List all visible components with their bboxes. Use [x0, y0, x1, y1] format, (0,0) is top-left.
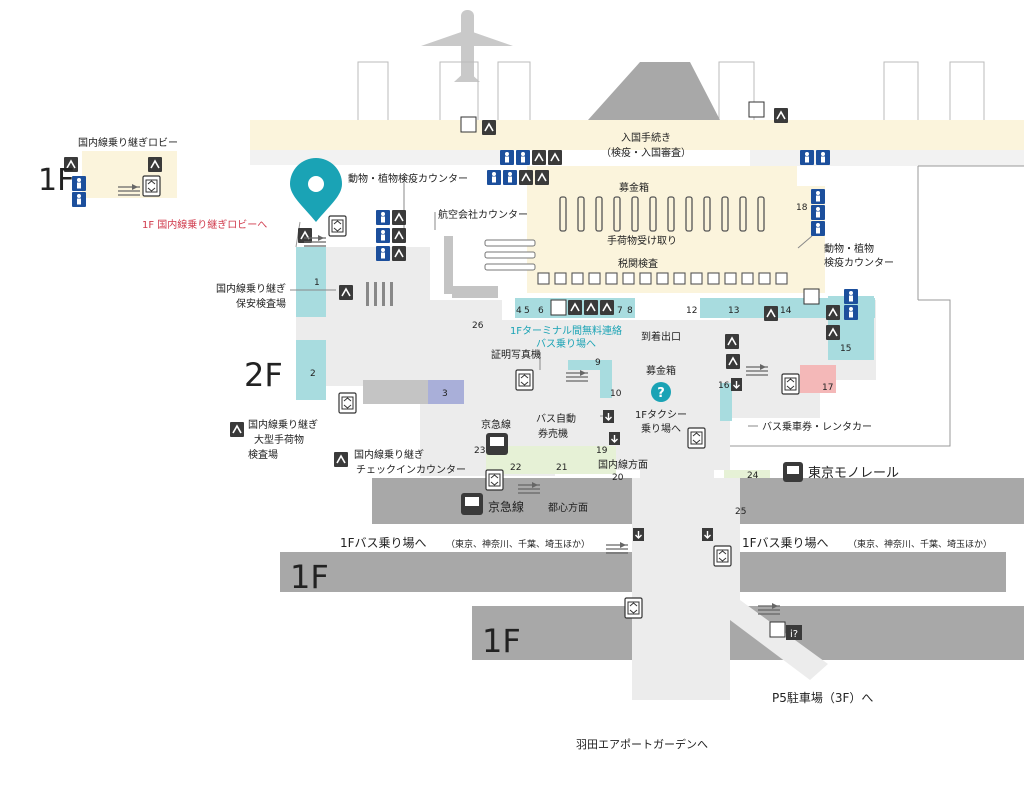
gate-number: 20 [612, 473, 624, 483]
large-baggage-label-3: 検査場 [248, 448, 278, 461]
plant-quarantine-right-label-2: 検疫カウンター [824, 256, 894, 269]
security-lanes [366, 282, 393, 306]
gate-number: 10 [610, 389, 622, 399]
gate-number: 9 [595, 358, 601, 368]
gate-number: 19 [596, 446, 608, 456]
keikyu-top-label: 京急線 [481, 418, 511, 431]
gate-number: 7 [617, 306, 623, 316]
info-icon: i? [786, 625, 802, 640]
gate-number: 15 [840, 344, 851, 354]
large-baggage-label-2: 大型手荷物 [254, 433, 304, 446]
arrival-exit-label: 到着出口 [641, 330, 681, 343]
airport-garden-label: 羽田エアポートガーデンへ [576, 737, 708, 751]
customs-label: 税関検査 [618, 257, 658, 270]
floor-label-1f-left: 1F [290, 558, 329, 596]
transfer-lobby-link[interactable]: 1F 国内線乗り継ぎロビーへ [142, 218, 267, 231]
gate-number: 1 [314, 278, 320, 288]
terminal-roof [588, 62, 720, 120]
gate-number: 3 [442, 389, 448, 399]
gate-area-3 [428, 380, 464, 404]
plant-quarantine-left-label: 動物・植物検疫カウンター [348, 172, 468, 185]
train-icon-keikyu-bottom [461, 493, 483, 515]
checkin-label-2: チェックインカウンター [356, 464, 466, 476]
gate-number: 16 [718, 381, 730, 391]
gate-numbers: 1 2 3 4 5 6 7 8 9 10 12 13 14 15 16 17 1… [310, 203, 851, 517]
ticket-machine-label-2: 券売機 [538, 427, 568, 440]
checkin-label-1: 国内線乗り継ぎ [354, 448, 424, 461]
upper-outlines [357, 61, 985, 120]
corridor-right [750, 150, 1024, 166]
gate-number: 8 [627, 306, 633, 316]
help-icon: ? [651, 382, 671, 402]
immigration-label: 入国手続き [621, 131, 671, 144]
current-location-pin[interactable] [290, 158, 342, 222]
gate-number: 18 [796, 203, 808, 213]
large-baggage-label-1: 国内線乗り継ぎ [248, 418, 318, 431]
p5-parking-label: P5駐車場（3F）へ [772, 690, 873, 705]
floor-label-2f: 2F [244, 356, 283, 394]
gate-number: 6 [538, 306, 544, 316]
baggage-carousels [559, 196, 765, 232]
immigration-sub-label: （検疫・入国審査） [601, 146, 691, 159]
free-bus-label-2: バス乗り場へ [536, 337, 596, 350]
keikyu-bottom-label: 京急線 [488, 499, 524, 514]
taxi-label-1: 1Fタクシー [635, 409, 687, 421]
floor-label-1f-top: 1F [38, 163, 74, 198]
gate-number: 5 [524, 306, 530, 316]
bus-1f-left-sub-label: （東京、神奈川、千葉、埼玉ほか） [446, 538, 590, 550]
gate-area-17 [800, 365, 836, 393]
gate-number: 12 [686, 306, 697, 316]
gate-number: 2 [310, 369, 316, 379]
free-bus-label-1: 1Fターミナル間無料連絡 [510, 324, 622, 337]
transfer-lobby-title: 国内線乗り継ぎロビー [78, 136, 178, 149]
donation-box-mid-label: 募金箱 [646, 364, 676, 377]
gate-number: 21 [556, 463, 567, 473]
floor-label-1f-bottom: 1F [482, 622, 521, 660]
gate-number: 22 [510, 463, 521, 473]
airline-counters [484, 239, 536, 271]
corridor-left [250, 150, 500, 165]
svg-text:?: ? [657, 386, 665, 401]
city-center-label: 都心方面 [548, 501, 588, 514]
gate-area-16 [720, 383, 732, 421]
bus-1f-left-label: 1Fバス乗り場へ [340, 536, 427, 550]
walkway-to-1f [632, 478, 828, 700]
gate-number: 26 [472, 321, 484, 331]
plant-quarantine-right-label-1: 動物・植物 [824, 242, 874, 255]
monorail-icon [783, 462, 803, 482]
gate-area-1 [296, 247, 326, 317]
train-icon-keikyu-top [486, 433, 508, 455]
immigration-corridor [250, 120, 1024, 150]
parking-zigzag [730, 660, 1024, 690]
monorail-label: 東京モノレール [808, 465, 899, 481]
gate-number: 13 [728, 306, 739, 316]
gate-number: 24 [747, 471, 759, 481]
gate-number: 25 [735, 507, 746, 517]
taxi-label-2: 乗り場へ [641, 422, 681, 435]
bus-ticket-label: バス乗車券・レンタカー [762, 420, 872, 433]
airplane-icon [421, 10, 513, 82]
aed-icon [460, 101, 820, 638]
customs-booths [537, 272, 788, 285]
airline-counter-label: 航空会社カウンター [438, 208, 528, 221]
gate-number: 17 [822, 383, 833, 393]
security-check-label-1: 国内線乗り継ぎ [216, 282, 286, 295]
bus-1f-right-sub-label: （東京、神奈川、千葉、埼玉ほか） [848, 538, 992, 550]
domestic-direction-label: 国内線方面 [598, 458, 648, 471]
bus-1f-right-label: 1Fバス乗り場へ [742, 536, 829, 550]
donation-box-top-label: 募金箱 [619, 181, 649, 194]
id-photo-label: 証明写真機 [491, 348, 541, 361]
security-check-label-2: 保安検査場 [236, 297, 286, 310]
svg-text:i?: i? [790, 629, 798, 640]
gate-number: 4 [516, 306, 522, 316]
gate-number: 14 [780, 306, 792, 316]
gate-area-2 [296, 340, 326, 400]
baggage-claim-area [527, 166, 797, 293]
gate-number: 23 [474, 446, 485, 456]
baggage-claim-label: 手荷物受け取り [607, 234, 677, 247]
ticket-machine-label-1: バス自動 [536, 412, 576, 425]
floor-labels: 1F 2F 1F 1F [38, 163, 521, 660]
